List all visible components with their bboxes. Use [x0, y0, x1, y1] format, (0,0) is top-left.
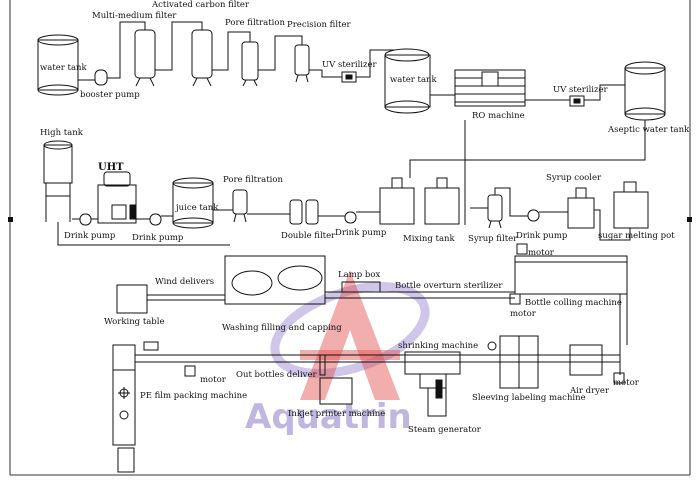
sugar-melting-pot-icon [613, 181, 649, 229]
motor-3-label: motor [200, 375, 227, 385]
out-bottles-deliver-label: Out bottles deliver [236, 370, 318, 380]
water-tank-1-label: water tank [40, 63, 88, 73]
mixing-tank-icon [379, 177, 460, 225]
inkjet-printer-machine-label: Inkjet printer machine [288, 409, 385, 419]
booster-pump-label: booster pump [80, 90, 140, 100]
pore-filtration-1-icon [212, 31, 259, 87]
washing-filling-capping-label: Washing filling and capping [222, 323, 342, 333]
high-tank-icon [43, 140, 73, 222]
working-table-icon [116, 284, 225, 314]
syrup-cooler-label: Syrup cooler [546, 173, 602, 183]
multi-medium-filter-label: Multi-medium filter [92, 11, 177, 21]
drink-pump-3-icon [344, 211, 357, 224]
drink-pump-4-icon [527, 209, 540, 222]
water-tank-1-icon [37, 34, 79, 96]
motor-1-label: motor [528, 248, 555, 258]
uv-sterilizer-2-label: UV sterilizer [553, 85, 609, 95]
activated-carbon-filter-icon [155, 21, 213, 87]
double-filter-icon [289, 199, 319, 225]
syrup-filter-label: Syrup filter [468, 234, 518, 244]
mixing-tank-label: Mixing tank [403, 234, 456, 244]
lamp-box-icon [341, 281, 381, 293]
motor-2-label: motor [510, 309, 537, 319]
uht-icon [97, 171, 137, 224]
drink-pump-2-icon [149, 213, 162, 226]
pore-filtration-2-icon [232, 189, 248, 223]
ro-machine-icon [430, 69, 526, 107]
juice-tank-icon [172, 177, 214, 229]
pe-film-packing-machine-label: PE film packing machine [140, 391, 247, 401]
steam-generator-label: Steam generator [408, 425, 482, 435]
shrinking-machine-icon [404, 351, 461, 417]
drink-pump-3-label: Drink pump [335, 228, 387, 238]
sugar-melting-pot-label: sugar melting pot [598, 231, 675, 241]
uht-label: UHT [98, 162, 124, 173]
drink-pump-1-icon [79, 213, 92, 226]
washing-filling-capping-icon [224, 255, 326, 305]
pore-filtration-2-label: Pore filtration [223, 175, 283, 185]
shrinking-machine-label: shrinking machine [398, 341, 478, 351]
bottle-overturn-sterilizer-label: Bottle overturn sterilizer [395, 281, 503, 291]
water-tank-2-label: water tank [390, 75, 438, 85]
water-tank-2-icon [356, 48, 431, 114]
page-frame [8, 0, 692, 476]
syrup-filter-icon [487, 194, 503, 229]
uv-sterilizer-1-label: UV sterilizer [322, 60, 378, 70]
air-dryer-icon [569, 344, 603, 376]
water-treatment-row [37, 21, 666, 121]
juice-tank-label: juice tank [175, 203, 219, 213]
working-table-label: Working table [104, 317, 165, 327]
precision-filter-icon [258, 35, 310, 83]
drink-pump-1-label: Drink pump [64, 231, 116, 241]
ro-machine-label: RO machine [472, 111, 525, 121]
activated-carbon-filter-label: Activated carbon filter [151, 0, 250, 10]
filling-row [112, 243, 628, 473]
syrup-cooler-icon [567, 187, 595, 229]
high-tank-label: High tank [40, 128, 84, 138]
lamp-box-label: Lamp box [338, 270, 380, 280]
inkjet-printer-machine-icon [319, 354, 353, 405]
multi-medium-filter-icon [107, 21, 156, 87]
uv-sterilizer-1-icon [309, 69, 357, 83]
double-filter-label: Double filter [281, 231, 336, 241]
bottle-colling-machine-label: Bottle colling machine [525, 298, 622, 308]
wind-delivers-label: Wind delivers [155, 277, 214, 287]
aseptic-water-tank-label: Aseptic water tank [607, 125, 690, 135]
pe-film-packing-machine-icon [112, 341, 159, 473]
motor-4-label: motor [613, 378, 640, 388]
sleeving-labeling-machine-icon [487, 335, 539, 389]
aseptic-water-tank-icon [624, 61, 666, 121]
drink-pump-4-label: Drink pump [516, 231, 568, 241]
precision-filter-label: Precision filter [287, 20, 352, 30]
drink-pump-2-label: Drink pump [132, 233, 184, 243]
juice-preparation-row [43, 120, 649, 246]
air-dryer-label: Air dryer [569, 386, 610, 396]
pore-filtration-1-label: Pore filtration [225, 18, 285, 28]
uv-sterilizer-2-icon [525, 84, 625, 107]
sleeving-labeling-machine-label: Sleeving labeling machine [472, 393, 586, 403]
